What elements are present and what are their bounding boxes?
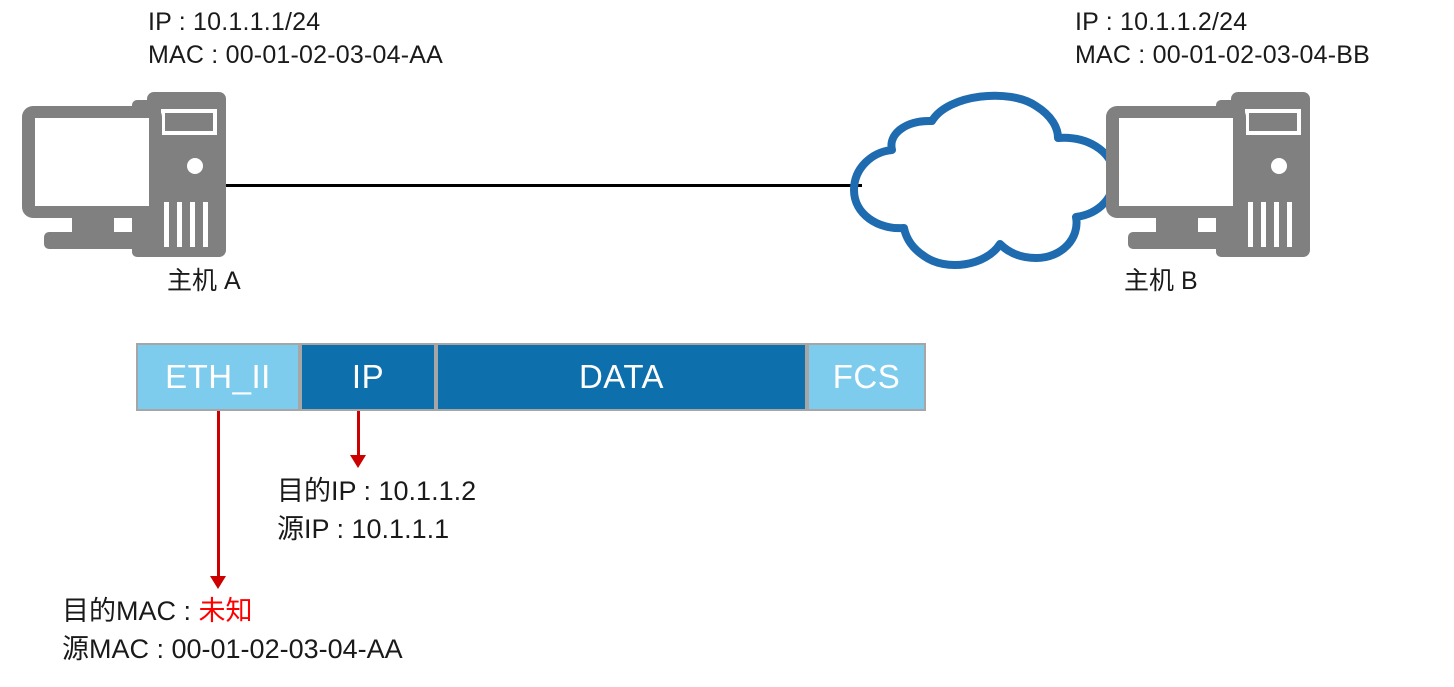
host-b-computer-icon [1098, 92, 1310, 257]
packet-frame-bar: ETH_II IP DATA FCS [136, 343, 926, 411]
packet-segment-fcs[interactable]: FCS [807, 343, 926, 411]
mac-annotation-text: 目的MAC : 未知 源MAC : 00-01-02-03-04-AA [62, 592, 403, 668]
host-a-mac-text: MAC : 00-01-02-03-04-AA [148, 41, 444, 69]
host-a-computer-icon [14, 92, 226, 257]
host-b-ip-text: IP : 10.1.1.2/24 [1075, 8, 1248, 36]
packet-segment-ip[interactable]: IP [300, 343, 436, 411]
mac-annotation-arrow-line [217, 411, 220, 578]
host-b-label: 主机 B [1124, 267, 1198, 295]
packet-segment-data[interactable]: DATA [436, 343, 807, 411]
mac-annotation-dest-prefix: 目的MAC : [62, 596, 199, 626]
host-a-ip-text: IP : 10.1.1.1/24 [148, 8, 321, 36]
host-b-info-block: IP : 10.1.1.2/24 MAC : 00-01-02-03-04-BB [1075, 6, 1370, 72]
host-b-mac-text: MAC : 00-01-02-03-04-BB [1075, 41, 1371, 69]
packet-segment-eth-ii[interactable]: ETH_II [136, 343, 300, 411]
host-a-info-block: IP : 10.1.1.1/24 MAC : 00-01-02-03-04-AA [148, 6, 443, 72]
mac-annotation-line-src: 源MAC : 00-01-02-03-04-AA [62, 634, 403, 664]
mac-annotation-line-dest: 目的MAC : 未知 [62, 592, 403, 630]
mac-annotation-arrow-head [210, 576, 226, 589]
ip-annotation-arrow-head [350, 455, 366, 468]
ip-annotation-line-dest: 目的IP : 10.1.1.2 [277, 476, 477, 506]
ip-annotation-text: 目的IP : 10.1.1.2 源IP : 10.1.1.1 [277, 472, 476, 548]
ip-annotation-line-src: 源IP : 10.1.1.1 [277, 514, 450, 544]
host-a-label: 主机 A [167, 267, 241, 295]
network-link-line [222, 184, 862, 187]
mac-annotation-dest-value: 未知 [198, 596, 253, 626]
network-cloud-icon [840, 86, 1130, 281]
ip-annotation-arrow-line [357, 411, 360, 457]
